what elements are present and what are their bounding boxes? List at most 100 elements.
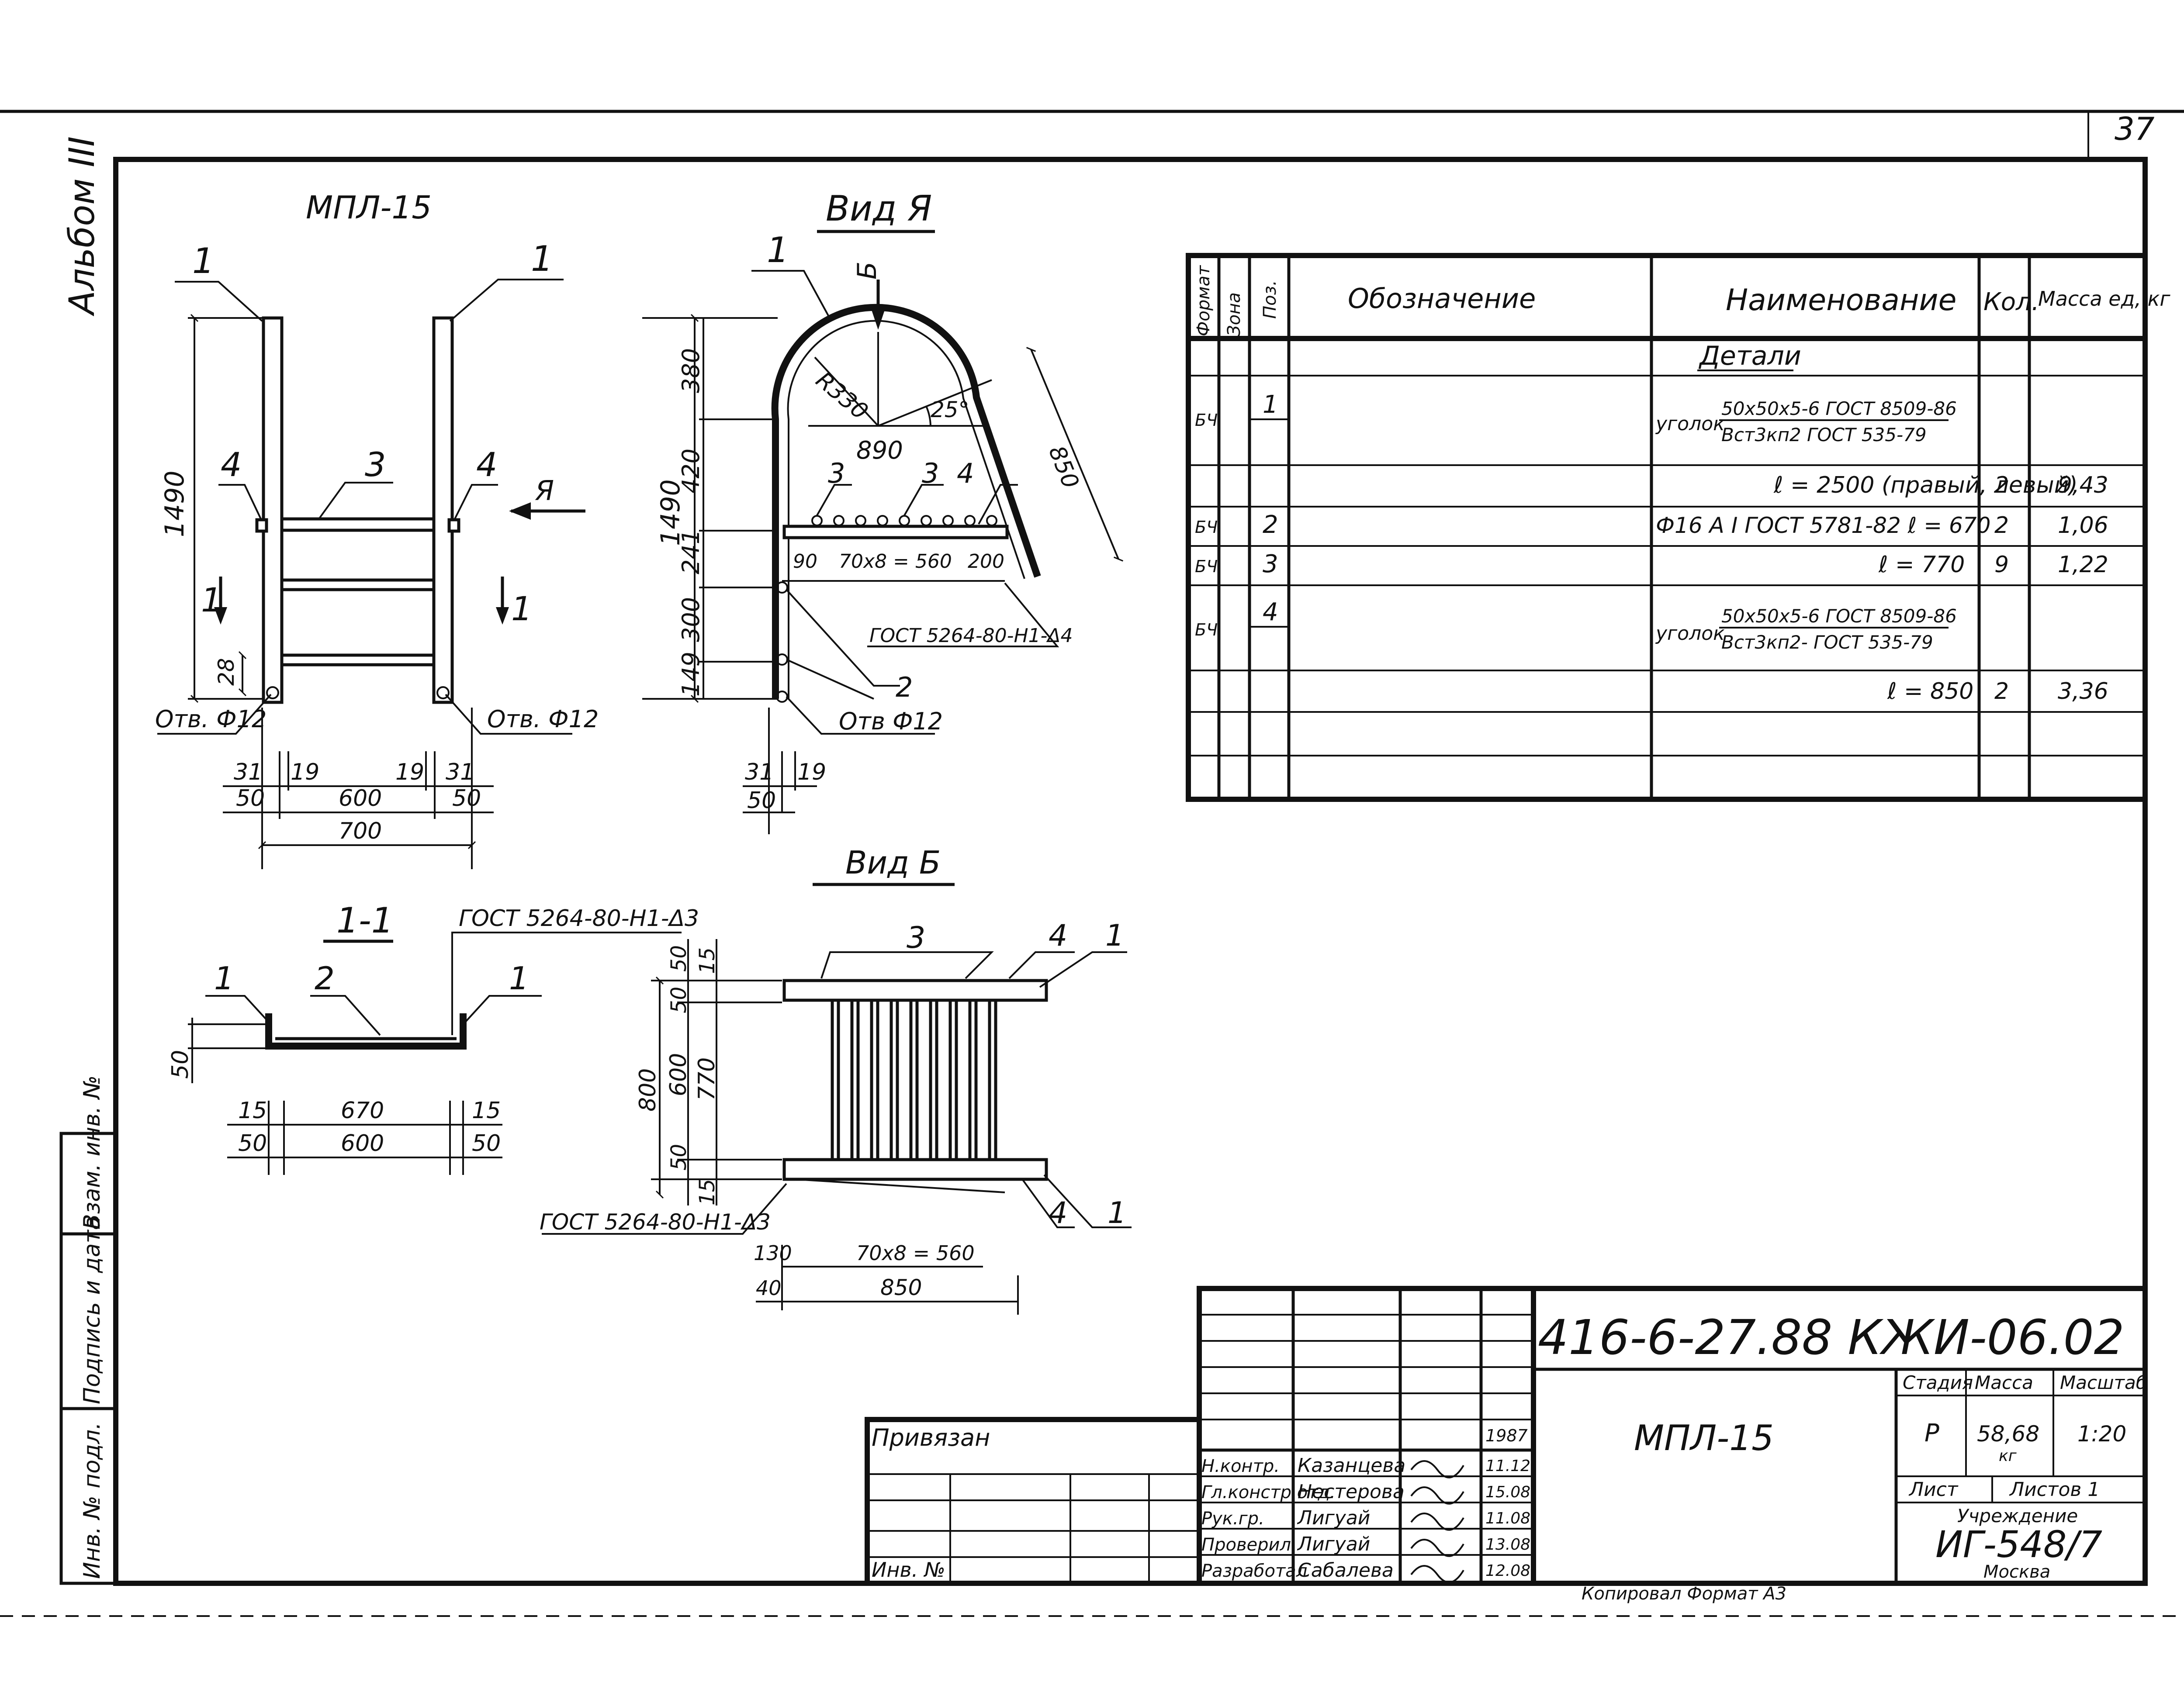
view-b-pos-1-top: 1 xyxy=(1105,919,1124,953)
view-ya-200: 200 xyxy=(968,550,1004,573)
view-ya-1490: 1490 xyxy=(655,479,686,546)
replaces-inv-label: Взам. инв. № xyxy=(79,1075,105,1230)
view-ya-angle: 25° xyxy=(931,397,969,422)
staff-role: Проверил xyxy=(1201,1535,1291,1555)
view-b-dim-130: 130 xyxy=(754,1241,792,1265)
front-dim-19-right: 19 xyxy=(395,759,424,785)
city: Москва xyxy=(1983,1562,2050,1582)
row3-pos: 2 xyxy=(1263,511,1278,539)
col-zone: Зона xyxy=(1224,292,1244,336)
row1-name-bottom: Вст3кп2 ГОСТ 535-79 xyxy=(1721,424,1927,446)
signature-mark xyxy=(1410,1460,1464,1478)
view-b-pos-4-bottom: 4 xyxy=(1049,1196,1067,1230)
view-arrow-ya: Я xyxy=(535,475,554,507)
staff-date: 13.08 xyxy=(1485,1536,1530,1554)
view-ya-50: 50 xyxy=(747,788,776,814)
view-b-title: Вид Б xyxy=(845,844,941,881)
staff-name: Лигуай xyxy=(1297,1507,1370,1529)
view-ya-420: 420 xyxy=(677,449,705,494)
view-b-dim-15-bottom: 15 xyxy=(695,1179,720,1205)
front-dim-50-right: 50 xyxy=(452,785,481,812)
title-block: 416-6-27.88 КЖИ-06.02 МПЛ-15 Стадия Масс… xyxy=(865,1286,2148,1586)
view-ya-19: 19 xyxy=(797,759,826,785)
row1-name-top: 50х50х5-6 ГОСТ 8509-86 xyxy=(1721,398,1957,419)
view-ya: Вид Я R330 25° 890 Б 1 xyxy=(642,188,1124,834)
rung xyxy=(280,517,436,532)
mass-label: Масса xyxy=(1975,1372,2033,1393)
signature-mark xyxy=(1410,1539,1464,1557)
view-b: Вид Б 3 4 1 4 1 800 xyxy=(540,844,1132,1315)
staff-row: Разработал Сабалева 12.08 xyxy=(1201,1559,1530,1583)
staff-row: Н.контр. Казанцева 11.12 xyxy=(1201,1454,1530,1478)
view-ya-pos-3b: 3 xyxy=(922,457,939,489)
row6-mass: 3,36 xyxy=(2058,678,2108,705)
signature-mark xyxy=(1410,1565,1464,1583)
stage-value: Р xyxy=(1924,1419,1939,1447)
platform-rung-ends xyxy=(811,515,997,526)
signature-mark xyxy=(1410,1486,1464,1505)
privyazan-label: Привязан xyxy=(872,1424,990,1451)
view-ya-90: 90 xyxy=(793,550,817,573)
sheet-number: 37 xyxy=(2115,111,2155,147)
view-b-pos-4-top: 4 xyxy=(1049,919,1067,953)
row2-qty: 2 xyxy=(1994,472,2009,498)
sheets-label: Листов 1 xyxy=(2009,1478,2100,1501)
mass-value: 58,68 xyxy=(1977,1421,2039,1447)
section-dim-50-left: 50 xyxy=(238,1130,267,1157)
view-b-dim-600: 600 xyxy=(665,1053,692,1096)
view-b-dim-40: 40 xyxy=(756,1276,782,1300)
row4-qty: 9 xyxy=(1994,552,2009,578)
view-ya-850: 850 xyxy=(1043,442,1084,492)
section-dim-670: 670 xyxy=(341,1098,384,1124)
front-dim-28: 28 xyxy=(214,658,239,686)
row5-prefix: уголок xyxy=(1655,622,1725,645)
section-pos-2: 2 xyxy=(315,960,335,997)
front-pos-3: 3 xyxy=(365,445,386,484)
bottom-note: Копировал Формат А3 xyxy=(1582,1584,1786,1604)
view-b-dim-steps: 70х8 = 560 xyxy=(856,1241,975,1265)
row1-format: БЧ xyxy=(1195,411,1218,430)
view-ya-890: 890 xyxy=(856,436,903,465)
col-qty: Кол. xyxy=(1983,288,2039,316)
row5-name-bottom: Вст3кп2- ГОСТ 535-79 xyxy=(1721,632,1933,653)
section-mark-right: 1 xyxy=(511,589,532,628)
row6-qty: 2 xyxy=(1994,678,2009,705)
spec-table: Формат Зона Поз. Обозначение Наименовани… xyxy=(1186,253,2170,802)
front-dim-19-left: 19 xyxy=(291,759,319,785)
row3-name: Ф16 А I ГОСТ 5781-82 ℓ = 670 xyxy=(1656,513,1990,538)
front-dim-31-left: 31 xyxy=(234,759,263,785)
front-dim-600: 600 xyxy=(339,785,382,812)
front-dim-1490: 1490 xyxy=(159,470,190,537)
front-pos-1-right: 1 xyxy=(531,238,553,279)
row4-name: ℓ = 770 xyxy=(1878,552,1965,578)
front-hole-left: Отв. Ф12 xyxy=(155,705,267,733)
signature-date-label: Подпись и дата xyxy=(79,1216,105,1404)
view-b-dim-800: 800 xyxy=(635,1068,661,1112)
col-pos: Поз. xyxy=(1260,280,1280,319)
row4-pos: 3 xyxy=(1263,550,1278,578)
staff-row: Проверил Лигуай 13.08 xyxy=(1201,1533,1530,1557)
signature-mark xyxy=(1410,1513,1464,1531)
row3-mass: 1,06 xyxy=(2058,512,2108,539)
stage-label: Стадия xyxy=(1903,1372,1973,1393)
section-pos-1-right: 1 xyxy=(509,960,529,997)
view-b-weld: ГОСТ 5264-80-Н1-Δ3 xyxy=(540,1209,771,1235)
view-ya-380: 380 xyxy=(677,348,705,393)
staff-name: Нестерова xyxy=(1298,1481,1405,1503)
col-format: Формат xyxy=(1194,265,1214,336)
view-ya-241: 241 xyxy=(677,529,705,574)
view-ya-pos-4: 4 xyxy=(957,457,974,489)
scale-label: Масштаб xyxy=(2060,1372,2147,1393)
front-pos-4-right: 4 xyxy=(476,445,497,484)
row1-pos: 1 xyxy=(1263,390,1278,419)
row2-mass: 9,43 xyxy=(2058,472,2108,498)
view-ya-hole: Отв Ф12 xyxy=(839,708,943,735)
row2-name: ℓ = 2500 (правый, левый) xyxy=(1773,472,2078,498)
org-value: ИГ-548/7 xyxy=(1935,1523,2102,1566)
row4-format: БЧ xyxy=(1195,557,1218,576)
front-dim-700: 700 xyxy=(339,818,382,844)
row5-pos: 4 xyxy=(1263,598,1278,626)
view-b-dim-15-top: 15 xyxy=(695,947,720,974)
front-view: МПЛ-15 1 1 3 4 4 Я 1 1 1490 xyxy=(155,189,599,869)
